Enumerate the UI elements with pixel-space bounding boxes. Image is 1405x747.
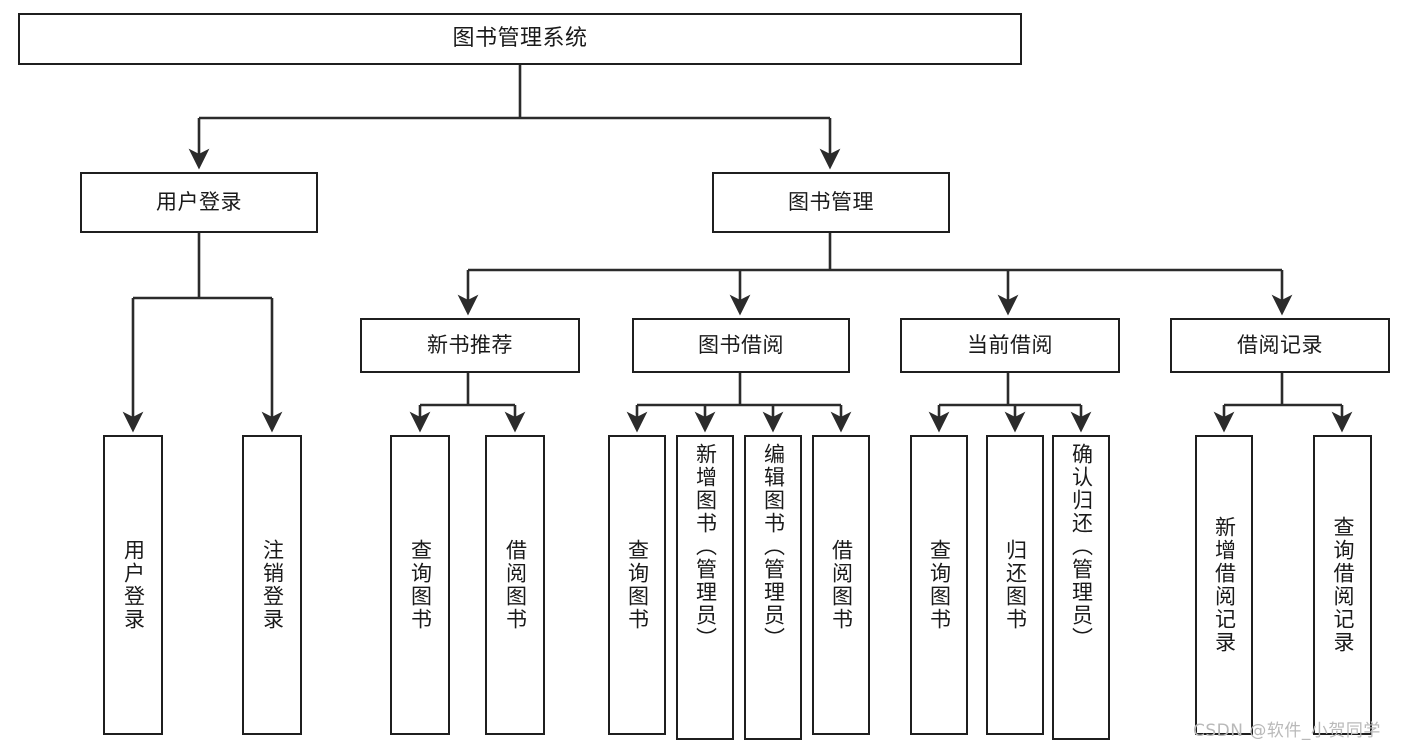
leaf-query-borrow-record[interactable]: 查询借阅记录 [1313, 435, 1372, 735]
node-user-login-label: 用户登录 [156, 189, 242, 214]
leaf-borrow-book-bb-label: 借阅图书 [829, 539, 854, 631]
leaf-add-book-admin-label: 新增图书（管理员） [693, 443, 718, 650]
node-user-login[interactable]: 用户登录 [80, 172, 318, 233]
leaf-query-book-nbr-label: 查询图书 [408, 539, 433, 631]
csdn-watermark: CSDN @软件_小贺同学 [1193, 721, 1381, 741]
node-current-borrow[interactable]: 当前借阅 [900, 318, 1120, 373]
leaf-borrow-book-nbr[interactable]: 借阅图书 [485, 435, 545, 735]
node-borrow-record-label: 借阅记录 [1237, 332, 1323, 357]
leaf-query-book-nbr[interactable]: 查询图书 [390, 435, 450, 735]
leaf-query-book-cb-label: 查询图书 [927, 539, 952, 631]
node-root[interactable]: 图书管理系统 [18, 13, 1022, 65]
leaf-confirm-return-admin-label: 确认归还（管理员） [1069, 443, 1094, 650]
node-new-book-recommend[interactable]: 新书推荐 [360, 318, 580, 373]
node-book-management[interactable]: 图书管理 [712, 172, 950, 233]
leaf-user-login[interactable]: 用户登录 [103, 435, 163, 735]
leaf-query-book-cb[interactable]: 查询图书 [910, 435, 968, 735]
node-book-borrow[interactable]: 图书借阅 [632, 318, 850, 373]
leaf-query-borrow-record-label: 查询借阅记录 [1330, 516, 1355, 654]
leaf-return-book[interactable]: 归还图书 [986, 435, 1044, 735]
leaf-borrow-book-nbr-label: 借阅图书 [503, 539, 528, 631]
leaf-edit-book-admin[interactable]: 编辑图书（管理员） [744, 435, 802, 740]
node-root-label: 图书管理系统 [452, 25, 588, 51]
leaf-user-login-label: 用户登录 [121, 539, 146, 631]
leaf-query-book-bb-label: 查询图书 [625, 539, 650, 631]
leaf-edit-book-admin-label: 编辑图书（管理员） [761, 443, 786, 650]
leaf-confirm-return-admin[interactable]: 确认归还（管理员） [1052, 435, 1110, 740]
node-book-borrow-label: 图书借阅 [698, 332, 784, 357]
node-new-book-recommend-label: 新书推荐 [427, 332, 513, 357]
node-current-borrow-label: 当前借阅 [967, 332, 1053, 357]
leaf-return-book-label: 归还图书 [1003, 539, 1028, 631]
node-borrow-record[interactable]: 借阅记录 [1170, 318, 1390, 373]
leaf-add-book-admin[interactable]: 新增图书（管理员） [676, 435, 734, 740]
leaf-logout-label: 注销登录 [260, 539, 285, 631]
leaf-query-book-bb[interactable]: 查询图书 [608, 435, 666, 735]
leaf-logout[interactable]: 注销登录 [242, 435, 302, 735]
leaf-add-borrow-record-label: 新增借阅记录 [1212, 516, 1237, 654]
leaf-borrow-book-bb[interactable]: 借阅图书 [812, 435, 870, 735]
leaf-add-borrow-record[interactable]: 新增借阅记录 [1195, 435, 1253, 735]
node-book-management-label: 图书管理 [788, 189, 874, 214]
